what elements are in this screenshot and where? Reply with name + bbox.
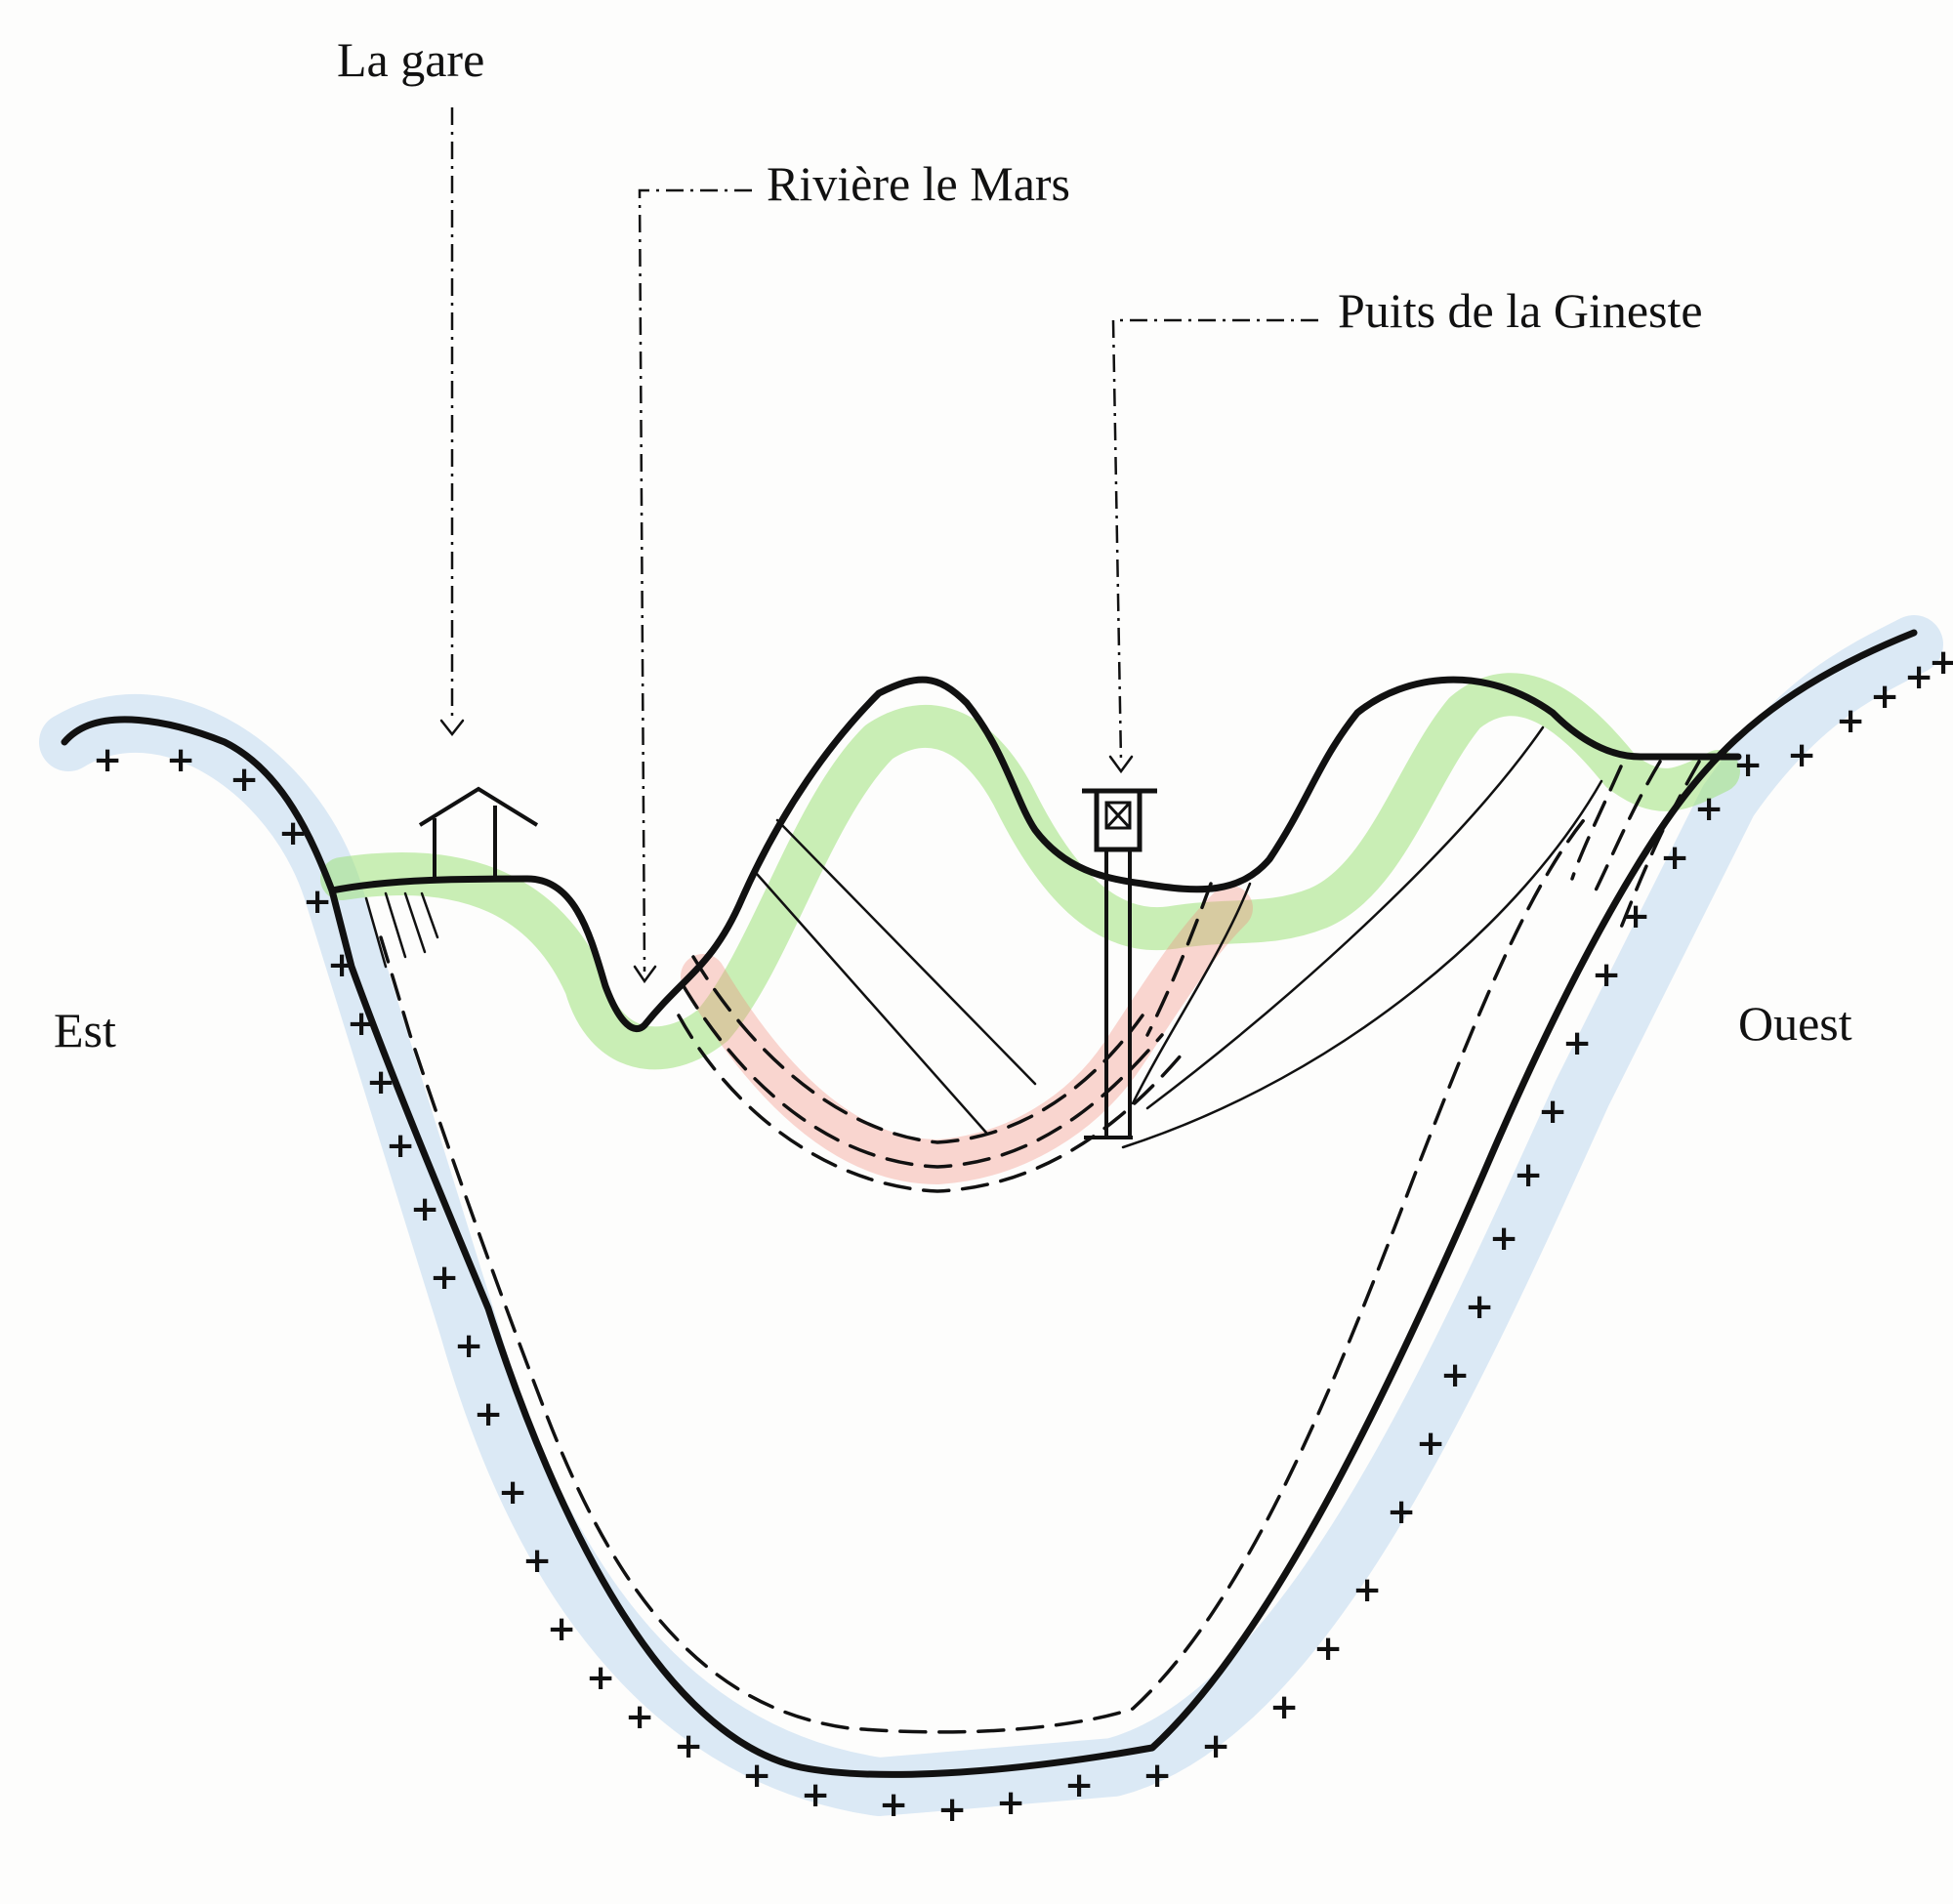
fault-line-2 <box>755 872 988 1135</box>
cross-mark: + <box>1269 1687 1299 1727</box>
cross-mark: + <box>1929 642 1953 683</box>
cross-mark: + <box>879 1785 908 1825</box>
cross-mark: + <box>937 1790 967 1830</box>
station-arrow-icon <box>439 719 465 737</box>
cross-mark: + <box>1787 735 1816 775</box>
fault-line-1 <box>775 818 1037 1086</box>
cross-mark: + <box>410 1189 439 1229</box>
cross-mark: + <box>1621 896 1650 936</box>
coal-seam-6 <box>1590 760 1662 900</box>
cross-mark: + <box>1201 1726 1230 1766</box>
cross-mark: + <box>625 1697 654 1737</box>
cross-mark: + <box>278 813 308 853</box>
cross-mark: + <box>93 740 122 780</box>
cross-mark: + <box>674 1726 703 1766</box>
basement-crosses: ++++++++++++++++++++++++++++++++++++++++… <box>93 642 1953 1830</box>
cross-mark: + <box>1694 789 1724 829</box>
coal-seam-5 <box>1570 765 1623 881</box>
cross-mark: + <box>742 1756 771 1796</box>
mine-shaft <box>1082 788 1157 1139</box>
cross-mark: + <box>586 1658 615 1698</box>
strata-line-1 <box>1145 725 1545 1110</box>
hatch-marks <box>364 891 439 969</box>
coal-seam-3 <box>677 1014 1184 1193</box>
red-layer <box>681 886 1253 1185</box>
inner-dashed-outline <box>379 808 1594 1734</box>
cross-mark: + <box>1387 1492 1416 1532</box>
cross-mark: + <box>1143 1756 1172 1796</box>
basement-band <box>39 615 1943 1816</box>
cross-mark: + <box>498 1472 527 1512</box>
cross-mark: + <box>454 1326 483 1366</box>
cross-mark: + <box>303 882 332 922</box>
cross-mark: + <box>1313 1629 1343 1669</box>
cross-mark: + <box>1489 1219 1518 1259</box>
cross-mark: + <box>229 760 259 800</box>
basin-outline <box>61 629 1918 1778</box>
cross-mark: + <box>1592 955 1621 995</box>
coal-seam-2 <box>682 984 1164 1169</box>
cross-mark: + <box>1064 1765 1094 1805</box>
cross-mark: + <box>1836 701 1865 741</box>
coal-seam-4 <box>1145 882 1213 1037</box>
station-label: La gare <box>337 32 484 87</box>
cross-mark: + <box>474 1394 503 1434</box>
strata-line-3 <box>1131 882 1252 1105</box>
cross-mark: + <box>1870 677 1899 717</box>
cross-mark: + <box>1440 1355 1470 1395</box>
cross-mark: + <box>1465 1287 1494 1327</box>
cross-mark: + <box>996 1783 1025 1823</box>
cross-mark: + <box>327 945 356 985</box>
cross-mark: + <box>1514 1155 1543 1195</box>
surface-topography <box>328 676 1742 1033</box>
cross-mark: + <box>1538 1092 1567 1132</box>
shaft-leader <box>1111 318 1318 763</box>
station-house-icon <box>418 786 539 879</box>
shaft-arrow-icon <box>1108 755 1134 774</box>
cross-mark: + <box>522 1541 552 1581</box>
river-leader <box>638 188 752 973</box>
river-arrow-icon <box>633 965 657 984</box>
cross-mark: + <box>1562 1023 1592 1063</box>
cross-mark: + <box>386 1126 415 1166</box>
cross-mark: + <box>1416 1424 1445 1464</box>
green-layer <box>320 673 1740 1070</box>
west-label: Ouest <box>1738 996 1852 1051</box>
coal-seam-1 <box>691 955 1144 1144</box>
cross-mark: + <box>1733 745 1763 785</box>
cross-mark: + <box>801 1775 830 1815</box>
cross-mark: + <box>366 1062 395 1102</box>
east-label: Est <box>54 1003 116 1057</box>
cross-mark: + <box>547 1609 576 1649</box>
cross-mark: + <box>430 1258 459 1298</box>
cross-mark: + <box>1660 838 1689 878</box>
river-label: Rivière le Mars <box>767 156 1070 211</box>
strata-line-2 <box>1121 779 1603 1149</box>
cross-mark: + <box>166 740 195 780</box>
cross-mark: + <box>347 1004 376 1044</box>
coal-seam-7 <box>1619 760 1701 930</box>
cross-mark: + <box>1904 657 1933 697</box>
shaft-label: Puits de la Gineste <box>1338 283 1703 338</box>
cross-mark: + <box>1352 1570 1382 1610</box>
